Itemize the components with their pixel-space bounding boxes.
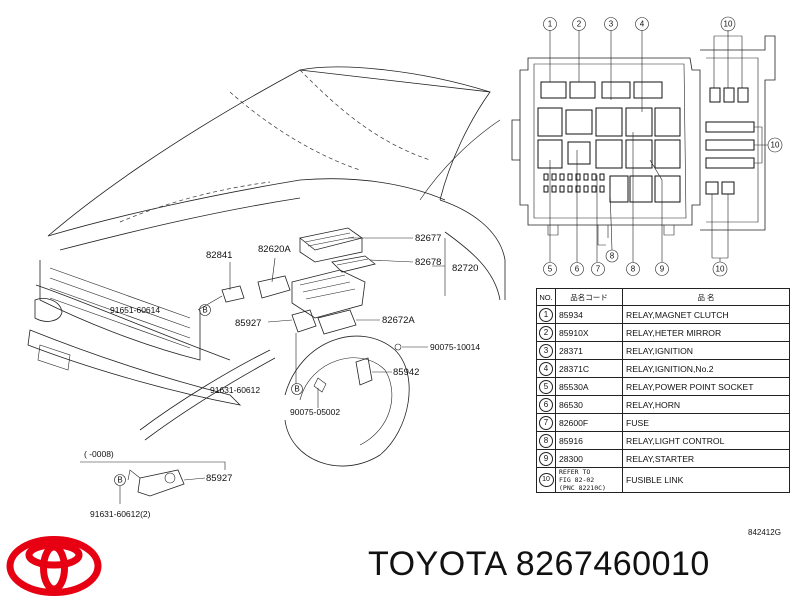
part-name: RELAY,HETER MIRROR (622, 323, 790, 342)
callout-82720: 82720 (452, 263, 478, 274)
part-code: 85916 (555, 431, 623, 450)
table-row: 5 85530A RELAY,POWER POINT SOCKET (536, 377, 790, 396)
part-name: RELAY,POWER POINT SOCKET (622, 377, 790, 396)
callout-82841: 82841 (206, 250, 232, 261)
row-number: 3 (539, 343, 553, 358)
callout-range: ( -0008) (84, 449, 114, 459)
callout-82677: 82677 (415, 233, 441, 244)
table-row: 7 82600F FUSE (536, 413, 790, 432)
part-name: RELAY,MAGNET CLUTCH (622, 305, 790, 324)
part-code: 85910X (555, 323, 623, 342)
part-code: 28300 (555, 449, 623, 468)
toyota-logo-ovals (6, 536, 102, 596)
callout-91651-60614: 91651-60614 (110, 305, 160, 315)
table-row: 3 28371 RELAY,IGNITION (536, 341, 790, 360)
box-number-1: 1 (548, 20, 553, 29)
part-name: FUSIBLE LINK (622, 467, 790, 493)
box-number-leaders (549, 30, 768, 262)
callout-91631-60612: 91631-60612 (210, 385, 260, 395)
box-number-8: 8 (631, 265, 636, 274)
part-code: 28371C (555, 359, 623, 378)
table-row: 8 85916 RELAY,LIGHT CONTROL (536, 431, 790, 450)
part-name: RELAY,STARTER (622, 449, 790, 468)
reference-line: (PNC 82210C) (559, 484, 606, 492)
part-code: 82600F (555, 413, 623, 432)
part-code: 28371 (555, 341, 623, 360)
row-number: 8 (539, 433, 553, 448)
row-number: 6 (539, 397, 553, 412)
part-name: RELAY,IGNITION,No.2 (622, 359, 790, 378)
box-number-7: 7 (596, 265, 601, 274)
engine-parts (127, 227, 402, 497)
callout-82620A: 82620A (258, 244, 291, 255)
row-number: 5 (539, 379, 553, 394)
part-name: RELAY,IGNITION (622, 341, 790, 360)
box-number-10-bottom: 10 (716, 265, 725, 274)
table-row: 4 28371C RELAY,IGNITION,No.2 (536, 359, 790, 378)
row-number: 9 (539, 451, 553, 466)
part-name: RELAY,LIGHT CONTROL (622, 431, 790, 450)
table-header-row: NO. 品名コード 品 名 (536, 288, 790, 306)
part-code: 85530A (555, 377, 623, 396)
row-number: 2 (539, 325, 553, 340)
box-number-5: 5 (548, 265, 553, 274)
reference-line: REFER TO (559, 468, 591, 476)
table-row: 2 85910X RELAY,HETER MIRROR (536, 323, 790, 342)
box-number-4: 4 (640, 20, 645, 29)
part-code: 86530 (555, 395, 623, 414)
column-header-no: NO. (536, 288, 556, 306)
callout-85942: 85942 (393, 367, 419, 378)
part-title: TOYOTA 8267460010 (368, 545, 710, 583)
box-number-10-top: 10 (724, 20, 733, 29)
table-row: 1 85934 RELAY,MAGNET CLUTCH (536, 305, 790, 324)
part-name: RELAY,HORN (622, 395, 790, 414)
box-number-8-side: 8 (610, 252, 615, 261)
diagram-code: 842412G (748, 528, 781, 537)
callout-91631-60612-2: 91631-60612(2) (90, 509, 151, 519)
table-row: 10 REFER TO FIG 82-02 (PNC 82210C) FUSIB… (536, 467, 790, 493)
part-reference: REFER TO FIG 82-02 (PNC 82210C) (555, 467, 623, 493)
part-name: FUSE (622, 413, 790, 432)
callout-82672A: 82672A (382, 315, 415, 326)
toyota-logo (6, 536, 102, 596)
leader-lines (80, 237, 446, 504)
box-number-9: 9 (660, 265, 665, 274)
callout-82678: 82678 (415, 257, 441, 268)
table-row: 9 28300 RELAY,STARTER (536, 449, 790, 468)
vehicle-drawing (27, 66, 506, 467)
relay-box-detail (511, 35, 776, 246)
logo-vertical-oval (40, 543, 68, 593)
part-code: 85934 (555, 305, 623, 324)
box-number-circles: 1 2 3 4 10 10 5 6 7 8 9 10 8 (543, 16, 783, 277)
table-row: 6 86530 RELAY,HORN (536, 395, 790, 414)
box-number-3: 3 (609, 20, 614, 29)
row-number: 10 (538, 473, 554, 487)
callout-85927-detail: 85927 (206, 473, 232, 484)
column-header-name: 品 名 (622, 288, 790, 306)
box-number-6: 6 (575, 265, 580, 274)
bolt-marker-b: B (294, 385, 299, 394)
reference-line: FIG 82-02 (559, 476, 595, 484)
callout-90075-05002: 90075-05002 (290, 407, 340, 417)
column-header-code: 品名コード (555, 288, 623, 306)
box-number-2: 2 (577, 20, 582, 29)
callout-90075-10014: 90075-10014 (430, 342, 480, 352)
row-number: 4 (539, 361, 553, 376)
bolt-marker-b: B (117, 476, 122, 485)
parts-table: NO. 品名コード 品 名 1 85934 RELAY,MAGNET CLUTC… (536, 288, 790, 493)
callouts: 82841 82620A 82677 82678 82720 91651-606… (84, 233, 480, 519)
bolt-marker-b: B (202, 306, 207, 315)
callout-85927: 85927 (235, 318, 261, 329)
box-number-10-right: 10 (771, 141, 780, 150)
row-number: 1 (539, 307, 553, 322)
row-number: 7 (539, 415, 553, 430)
